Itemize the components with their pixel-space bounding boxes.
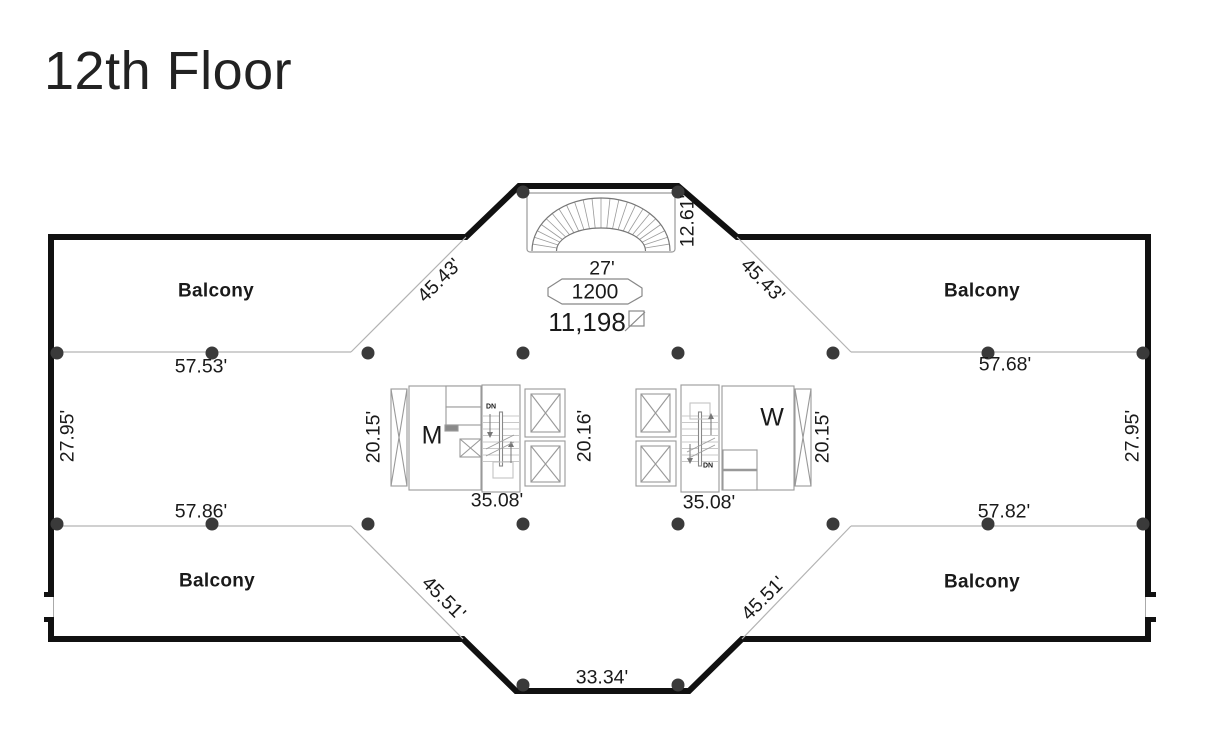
- balcony-label-top-right: Balcony: [943, 280, 1021, 302]
- dim-balcony-bottom-left: 57.86': [174, 500, 228, 523]
- square-feet-icon: [624, 310, 646, 332]
- stair-treads: [532, 198, 670, 249]
- womens-room-label: W: [760, 403, 784, 432]
- stair-outer-arc: [531, 197, 671, 252]
- balcony-label-bottom-left: Balcony: [178, 570, 256, 592]
- column-dots: [50, 185, 1150, 692]
- dim-side-right: 27.95': [1121, 409, 1144, 463]
- page-title: 12th Floor: [44, 41, 293, 101]
- stair-inner-arc: [555, 227, 647, 252]
- core-right: [635, 384, 812, 493]
- balcony-label-top-left: Balcony: [177, 280, 255, 302]
- door-opening-right: [1144, 592, 1156, 622]
- mens-room-label: M: [421, 421, 443, 450]
- dim-core-right-width: 35.08': [682, 491, 736, 514]
- dim-balcony-bottom-right: 57.82': [977, 500, 1031, 523]
- core-left: [390, 384, 566, 493]
- stair-down-label-right: DN: [702, 462, 714, 470]
- dim-core-left-width: 35.08': [470, 489, 524, 512]
- dim-balcony-top-left: 57.53': [174, 355, 228, 378]
- room-area: 11,198: [548, 307, 626, 337]
- dim-core-left-shaft: 20.15': [362, 410, 385, 464]
- dim-stair-width: 27': [589, 257, 615, 280]
- grand-stair: [526, 192, 676, 253]
- balcony-label-bottom-right: Balcony: [943, 571, 1021, 593]
- room-number: 1200: [571, 280, 619, 304]
- door-opening-left: [44, 592, 55, 622]
- stair-down-label-left: DN: [485, 403, 497, 411]
- dim-stair-depth: 12.61': [676, 194, 699, 248]
- room-tag-outline: [547, 278, 643, 305]
- dim-bottom-center: 33.34': [575, 666, 629, 689]
- balcony-divider-lines: [54, 236, 1145, 640]
- dim-core-right-shaft: 20.15': [811, 410, 834, 464]
- dim-core-elevator-bay: 20.16': [573, 409, 596, 463]
- dim-balcony-top-right: 57.68': [978, 353, 1032, 376]
- dim-side-left: 27.95': [56, 409, 79, 463]
